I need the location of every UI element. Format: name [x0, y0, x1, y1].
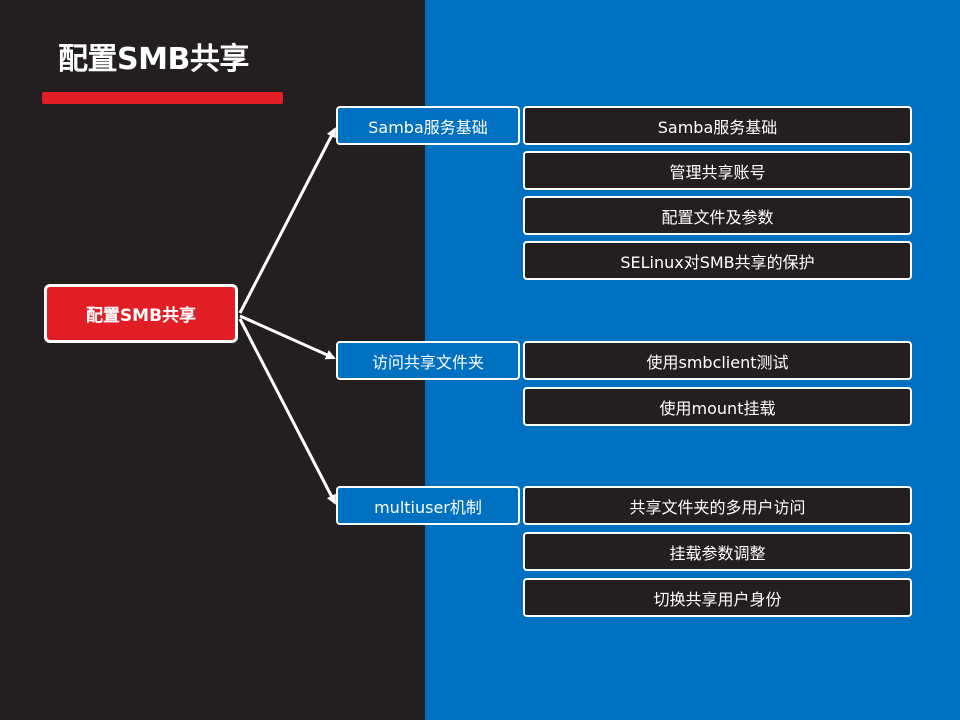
branch-node-access-share: 访问共享文件夹 [336, 341, 520, 380]
leaf-node: 配置文件及参数 [523, 196, 912, 235]
connector-line-branch-2 [239, 314, 336, 360]
leaf-node: 切换共享用户身份 [523, 578, 912, 617]
root-node: 配置SMB共享 [44, 284, 238, 343]
branch-node-samba-basics: Samba服务基础 [336, 106, 520, 145]
leaf-node: SELinux对SMB共享的保护 [523, 241, 912, 280]
leaf-node: 共享文件夹的多用户访问 [523, 486, 912, 525]
connector-line-branch-3 [238, 318, 337, 505]
leaf-node: Samba服务基础 [523, 106, 912, 145]
branch-node-multiuser: multiuser机制 [336, 486, 520, 525]
leaf-node: 挂载参数调整 [523, 532, 912, 571]
leaf-node: 使用mount挂载 [523, 387, 912, 426]
leaf-node: 管理共享账号 [523, 151, 912, 190]
leaf-node: 使用smbclient测试 [523, 341, 912, 380]
page-title: 配置SMB共享 [58, 42, 249, 77]
title-underline-bar [42, 92, 283, 104]
connector-line-branch-1 [238, 127, 337, 314]
